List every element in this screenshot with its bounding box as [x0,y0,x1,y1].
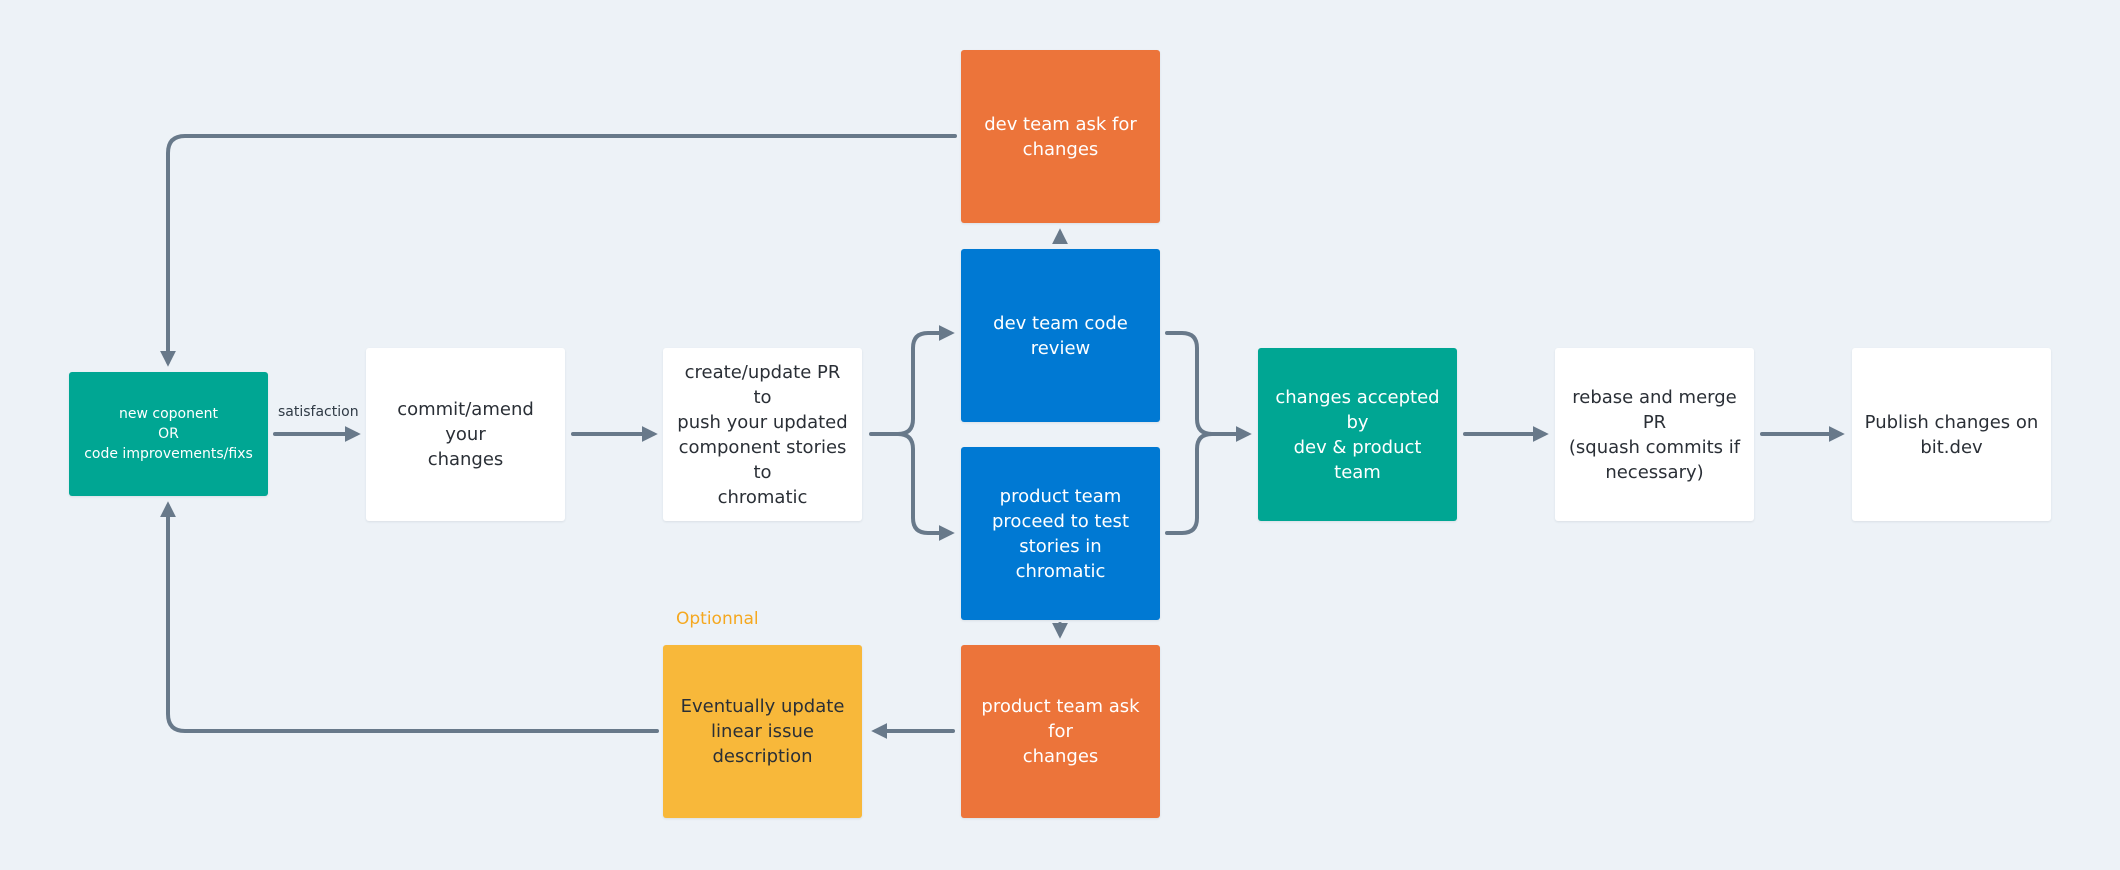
node-create-pr-text: create/update PR to push your updated co… [677,361,848,508]
node-publish-text: Publish changes on bit.dev [1864,411,2039,458]
node-product-team-test-text: product team proceed to test stories in … [992,485,1129,582]
node-dev-team-ask-changes-text: dev team ask for changes [984,113,1137,160]
node-commit-text: commit/amend your changes [397,399,534,470]
node-dev-team-code-review-text: dev team code review [993,312,1128,359]
connector-dev-ask-to-start [160,134,957,367]
node-rebase-merge: rebase and merge PR (squash commits if n… [1555,348,1754,521]
node-changes-accepted-text: changes accepted by dev & product team [1275,386,1440,483]
node-product-team-ask-changes-text: product team ask for changes [981,696,1140,767]
node-product-team-test: product team proceed to test stories in … [961,447,1160,620]
connector-test-merge [1165,432,1214,535]
node-dev-team-code-review: dev team code review [961,249,1160,422]
label-satisfaction: satisfaction [278,404,359,420]
node-update-linear-issue-text: Eventually update linear issue descripti… [680,696,845,767]
node-publish: Publish changes on bit.dev [1852,348,2051,521]
connector-pr-split-lower [896,432,955,541]
label-optional: Optionnal [676,609,759,629]
node-create-pr: create/update PR to push your updated co… [663,348,862,521]
node-commit: commit/amend your changes [366,348,565,521]
node-changes-accepted: changes accepted by dev & product team [1258,348,1457,521]
node-dev-team-ask-changes: dev team ask for changes [961,50,1160,223]
connector-review-merge [1165,331,1252,442]
node-new-component: new coponent OR code improvements/fixs [69,372,268,496]
node-product-team-ask-changes: product team ask for changes [961,645,1160,818]
connector-linear-to-start [160,501,659,733]
node-new-component-text: new coponent OR code improvements/fixs [84,406,253,462]
node-rebase-merge-text: rebase and merge PR (squash commits if n… [1568,386,1741,483]
node-update-linear-issue: Eventually update linear issue descripti… [663,645,862,818]
connector-pr-split [869,325,955,436]
